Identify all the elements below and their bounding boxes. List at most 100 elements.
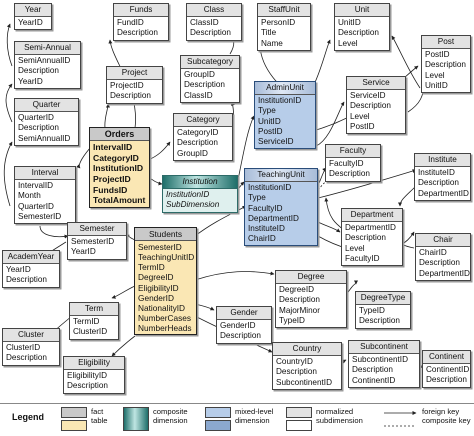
link-students-gender	[194, 303, 215, 311]
table-service-name: Service	[347, 77, 405, 91]
link-degree-degreetype	[345, 280, 358, 297]
legend-mixed-dimension-text: dimension	[235, 415, 270, 425]
table-students-attr: NumberCases	[138, 312, 192, 323]
table-orders-attr: FundsID	[93, 184, 128, 195]
table-department-attr: FacultyID	[345, 253, 380, 263]
table-gender-attr: Description	[220, 331, 261, 341]
table-faculty-name: Faculty	[326, 145, 380, 159]
legend-composite-label: composite dimension	[153, 407, 188, 425]
table-subcategory-attr: ClassID	[184, 90, 213, 100]
table-project-name: Project	[107, 67, 162, 81]
legend-normalized-swatch-2	[286, 420, 312, 431]
table-interval-attr: Month	[18, 191, 41, 201]
table-unit-name: Unit	[335, 4, 389, 18]
legend-key-lines	[384, 411, 417, 427]
legend-composite-key-text: composite key	[422, 415, 471, 425]
table-category-name: Category	[174, 114, 232, 128]
table-department-attr: Description	[345, 233, 386, 243]
table-academic-year-attr: YearID	[6, 265, 31, 275]
table-chair-name: Chair	[416, 234, 470, 248]
table-class-name: Class	[187, 4, 241, 18]
legend-mixed-swatch-2	[205, 420, 231, 431]
table-cluster-attr: ClusterID	[6, 343, 41, 353]
table-year: Year YearID	[14, 3, 52, 31]
table-institution-attr: InstitutionID	[166, 190, 210, 200]
table-orders-attr: InstitutionID	[93, 163, 144, 174]
table-adminunit-attr: InstitutionID	[258, 96, 302, 106]
table-orders-attr: ProjectID	[93, 173, 131, 184]
table-semester-attr: YearID	[71, 247, 96, 257]
table-service-attr: ServiceID	[350, 91, 386, 101]
table-teachingunit-attr: ChairID	[248, 234, 276, 244]
table-year-attrs: YearID	[15, 17, 51, 29]
table-subcontinent-attr: Description	[352, 365, 393, 375]
table-students-attr: NumberHeads	[138, 322, 192, 333]
table-orders-name: Orders	[90, 128, 149, 142]
link-orders-interval	[76, 147, 91, 169]
table-unit-attr: UnitID	[338, 18, 361, 28]
table-institute-name: Institute	[415, 154, 470, 168]
table-subcontinent-attr: SubcontinentID	[352, 355, 408, 365]
table-degree-attr: DegreeID	[279, 285, 315, 295]
legend-table-text: table	[91, 415, 108, 425]
table-institute-attr: Description	[418, 178, 459, 188]
link-post-unit	[391, 35, 421, 89]
legend-fact-label: fact table	[91, 407, 108, 425]
legend-normalized-text: normalized	[316, 407, 354, 416]
legend-fact-swatch	[61, 407, 87, 418]
link-semiannual-year	[6, 23, 13, 67]
table-degreetype-attr: TypeID	[359, 306, 385, 316]
table-post-name: Post	[422, 36, 470, 50]
table-term-attr: TermID	[73, 317, 100, 327]
link-students-eligibility	[111, 335, 136, 357]
table-degreetype-attr: Description	[359, 316, 400, 326]
table-country-attr: Description	[276, 367, 317, 377]
link-subcategory-class	[229, 36, 235, 55]
table-class-attr: ClassID	[190, 18, 219, 28]
table-subcontinent-attr: ContinentID	[352, 375, 396, 385]
table-gender-attr: GenderID	[220, 321, 256, 331]
table-academic-year-attr: Description	[6, 275, 47, 285]
table-project-attr: Description	[110, 91, 151, 101]
table-project-attr: ProjectID	[110, 81, 144, 91]
legend: Legend fact table composite dimension mi…	[0, 403, 474, 436]
table-subcategory-attr: Description	[184, 80, 225, 90]
link-students-term	[111, 285, 136, 299]
table-eligibility-attr: Description	[67, 381, 108, 391]
table-staffunit-attr: Title	[261, 28, 277, 38]
link-students-teachingunit	[194, 205, 247, 237]
table-institution-name: Institution	[163, 176, 237, 190]
legend-composite-text: composite	[153, 407, 188, 416]
